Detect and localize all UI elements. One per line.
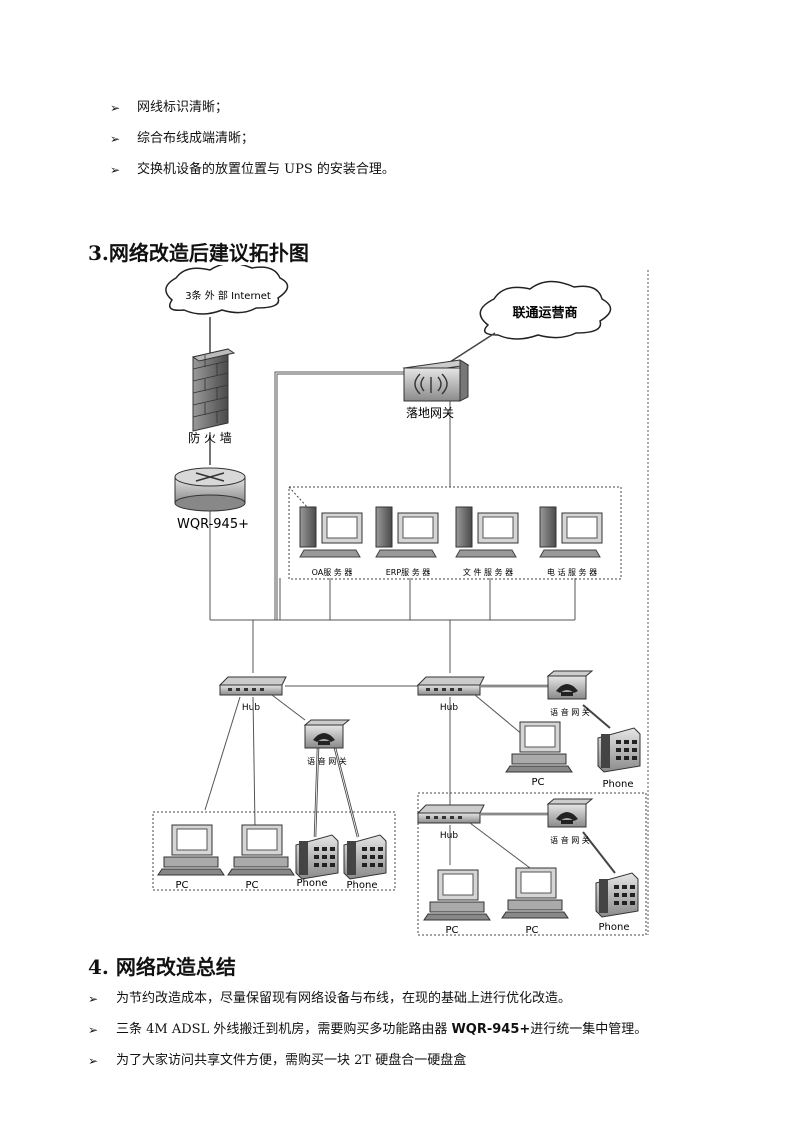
pc-icon: PC (157, 824, 225, 891)
firewall-label: 防 火 墙 (188, 430, 232, 445)
bullet-text: 进行统一集中管理。 (530, 1022, 648, 1037)
hub-icon: Hub (416, 804, 485, 841)
pc-icon: PC (423, 869, 491, 936)
bullet-arrow-icon: ➢ (110, 101, 121, 115)
phone-label: Phone (603, 779, 634, 790)
cloud-label: 3条 外 部 Internet (185, 289, 271, 302)
phone-icon: Phone (295, 834, 339, 889)
bullet-text: 为了大家访问共享文件方便，需购买一块 2T 硬盘合一硬盘盒 (116, 1053, 467, 1068)
pc-icon: PC (501, 867, 569, 936)
voice-gateway-label: 语 音 网 关 (550, 835, 590, 845)
server-icon: 电 话 服 务 器 (539, 506, 603, 577)
bullet-text: 交换机设备的放置位置与 UPS 的安装合理。 (137, 162, 395, 177)
phone-label: Phone (599, 922, 630, 933)
office-group-frame (152, 811, 396, 891)
bullet-arrow-icon: ➢ (88, 1054, 99, 1068)
server-label: 文 件 服 务 器 (463, 567, 513, 577)
phone-label: Phone (297, 878, 328, 889)
voice-gateway-icon: 语 音 网 关 (303, 719, 351, 766)
carrier-cloud: 联通运营商 (479, 280, 612, 340)
server-icon: 文 件 服 务 器 (455, 506, 519, 577)
branch-group-frame (417, 792, 647, 936)
pc-icon: PC (227, 824, 295, 891)
phone-icon: Phone (343, 834, 387, 891)
server-label: OA服 务 器 (312, 567, 353, 577)
pc-label: PC (445, 925, 458, 936)
server-group-frame (288, 486, 622, 580)
bullet-arrow-icon: ➢ (110, 132, 121, 146)
gateway-icon: 落地网关 (402, 359, 470, 420)
phone-label: Phone (347, 880, 378, 891)
pc-icon: PC (505, 721, 573, 788)
bullet-arrow-icon: ➢ (88, 1023, 99, 1037)
section-heading: 3.网络改造后建议拓扑图 (88, 241, 309, 265)
voice-gateway-icon: 语 音 网 关 (546, 670, 594, 717)
hub-label: Hub (242, 703, 260, 713)
phone-icon: Phone (597, 727, 641, 790)
pc-label: PC (525, 925, 538, 936)
gateway-label: 落地网关 (406, 406, 454, 420)
voice-gateway-icon: 语 音 网 关 (546, 798, 594, 845)
pc-label: PC (245, 880, 258, 891)
router-model-text: WQR-945+ (451, 1022, 531, 1037)
phone-icon: Phone (595, 872, 639, 933)
bullet-text: 综合布线成端清晰； (137, 131, 255, 146)
hub-icon: Hub (218, 676, 287, 713)
cloud-label: 联通运营商 (512, 305, 577, 321)
section-heading: 4. 网络改造总结 (88, 955, 236, 979)
voice-gateway-label: 语 音 网 关 (307, 756, 347, 766)
hub-label: Hub (440, 831, 458, 841)
topology-diagram: 3条 外 部 Internet 联通运营商 防 火 墙 (152, 265, 649, 936)
pc-label: PC (531, 777, 544, 788)
hub-icon: Hub (416, 676, 485, 713)
server-label: ERP服 务 器 (386, 567, 431, 577)
internet-cloud: 3条 外 部 Internet (165, 265, 289, 315)
bullet-text: 网线标识清晰； (137, 100, 229, 115)
bullet-arrow-icon: ➢ (110, 163, 121, 177)
firewall-icon: 防 火 墙 (188, 348, 236, 445)
hub-label: Hub (440, 703, 458, 713)
bullet-text: 三条 4M ADSL 外线搬迁到机房，需要购买多功能路由器 (116, 1022, 452, 1037)
router-icon: WQR-945+ (174, 467, 249, 532)
server-icon: OA服 务 器 (299, 506, 363, 577)
router-label: WQR-945+ (177, 517, 249, 532)
voice-gateway-label: 语 音 网 关 (550, 707, 590, 717)
bullet-arrow-icon: ➢ (88, 992, 99, 1006)
pc-label: PC (175, 880, 188, 891)
server-label: 电 话 服 务 器 (547, 567, 597, 577)
server-icon: ERP服 务 器 (375, 506, 439, 577)
bullet-text: 为节约改造成本，尽量保留现有网络设备与布线，在现的基础上进行优化改造。 (116, 991, 572, 1006)
